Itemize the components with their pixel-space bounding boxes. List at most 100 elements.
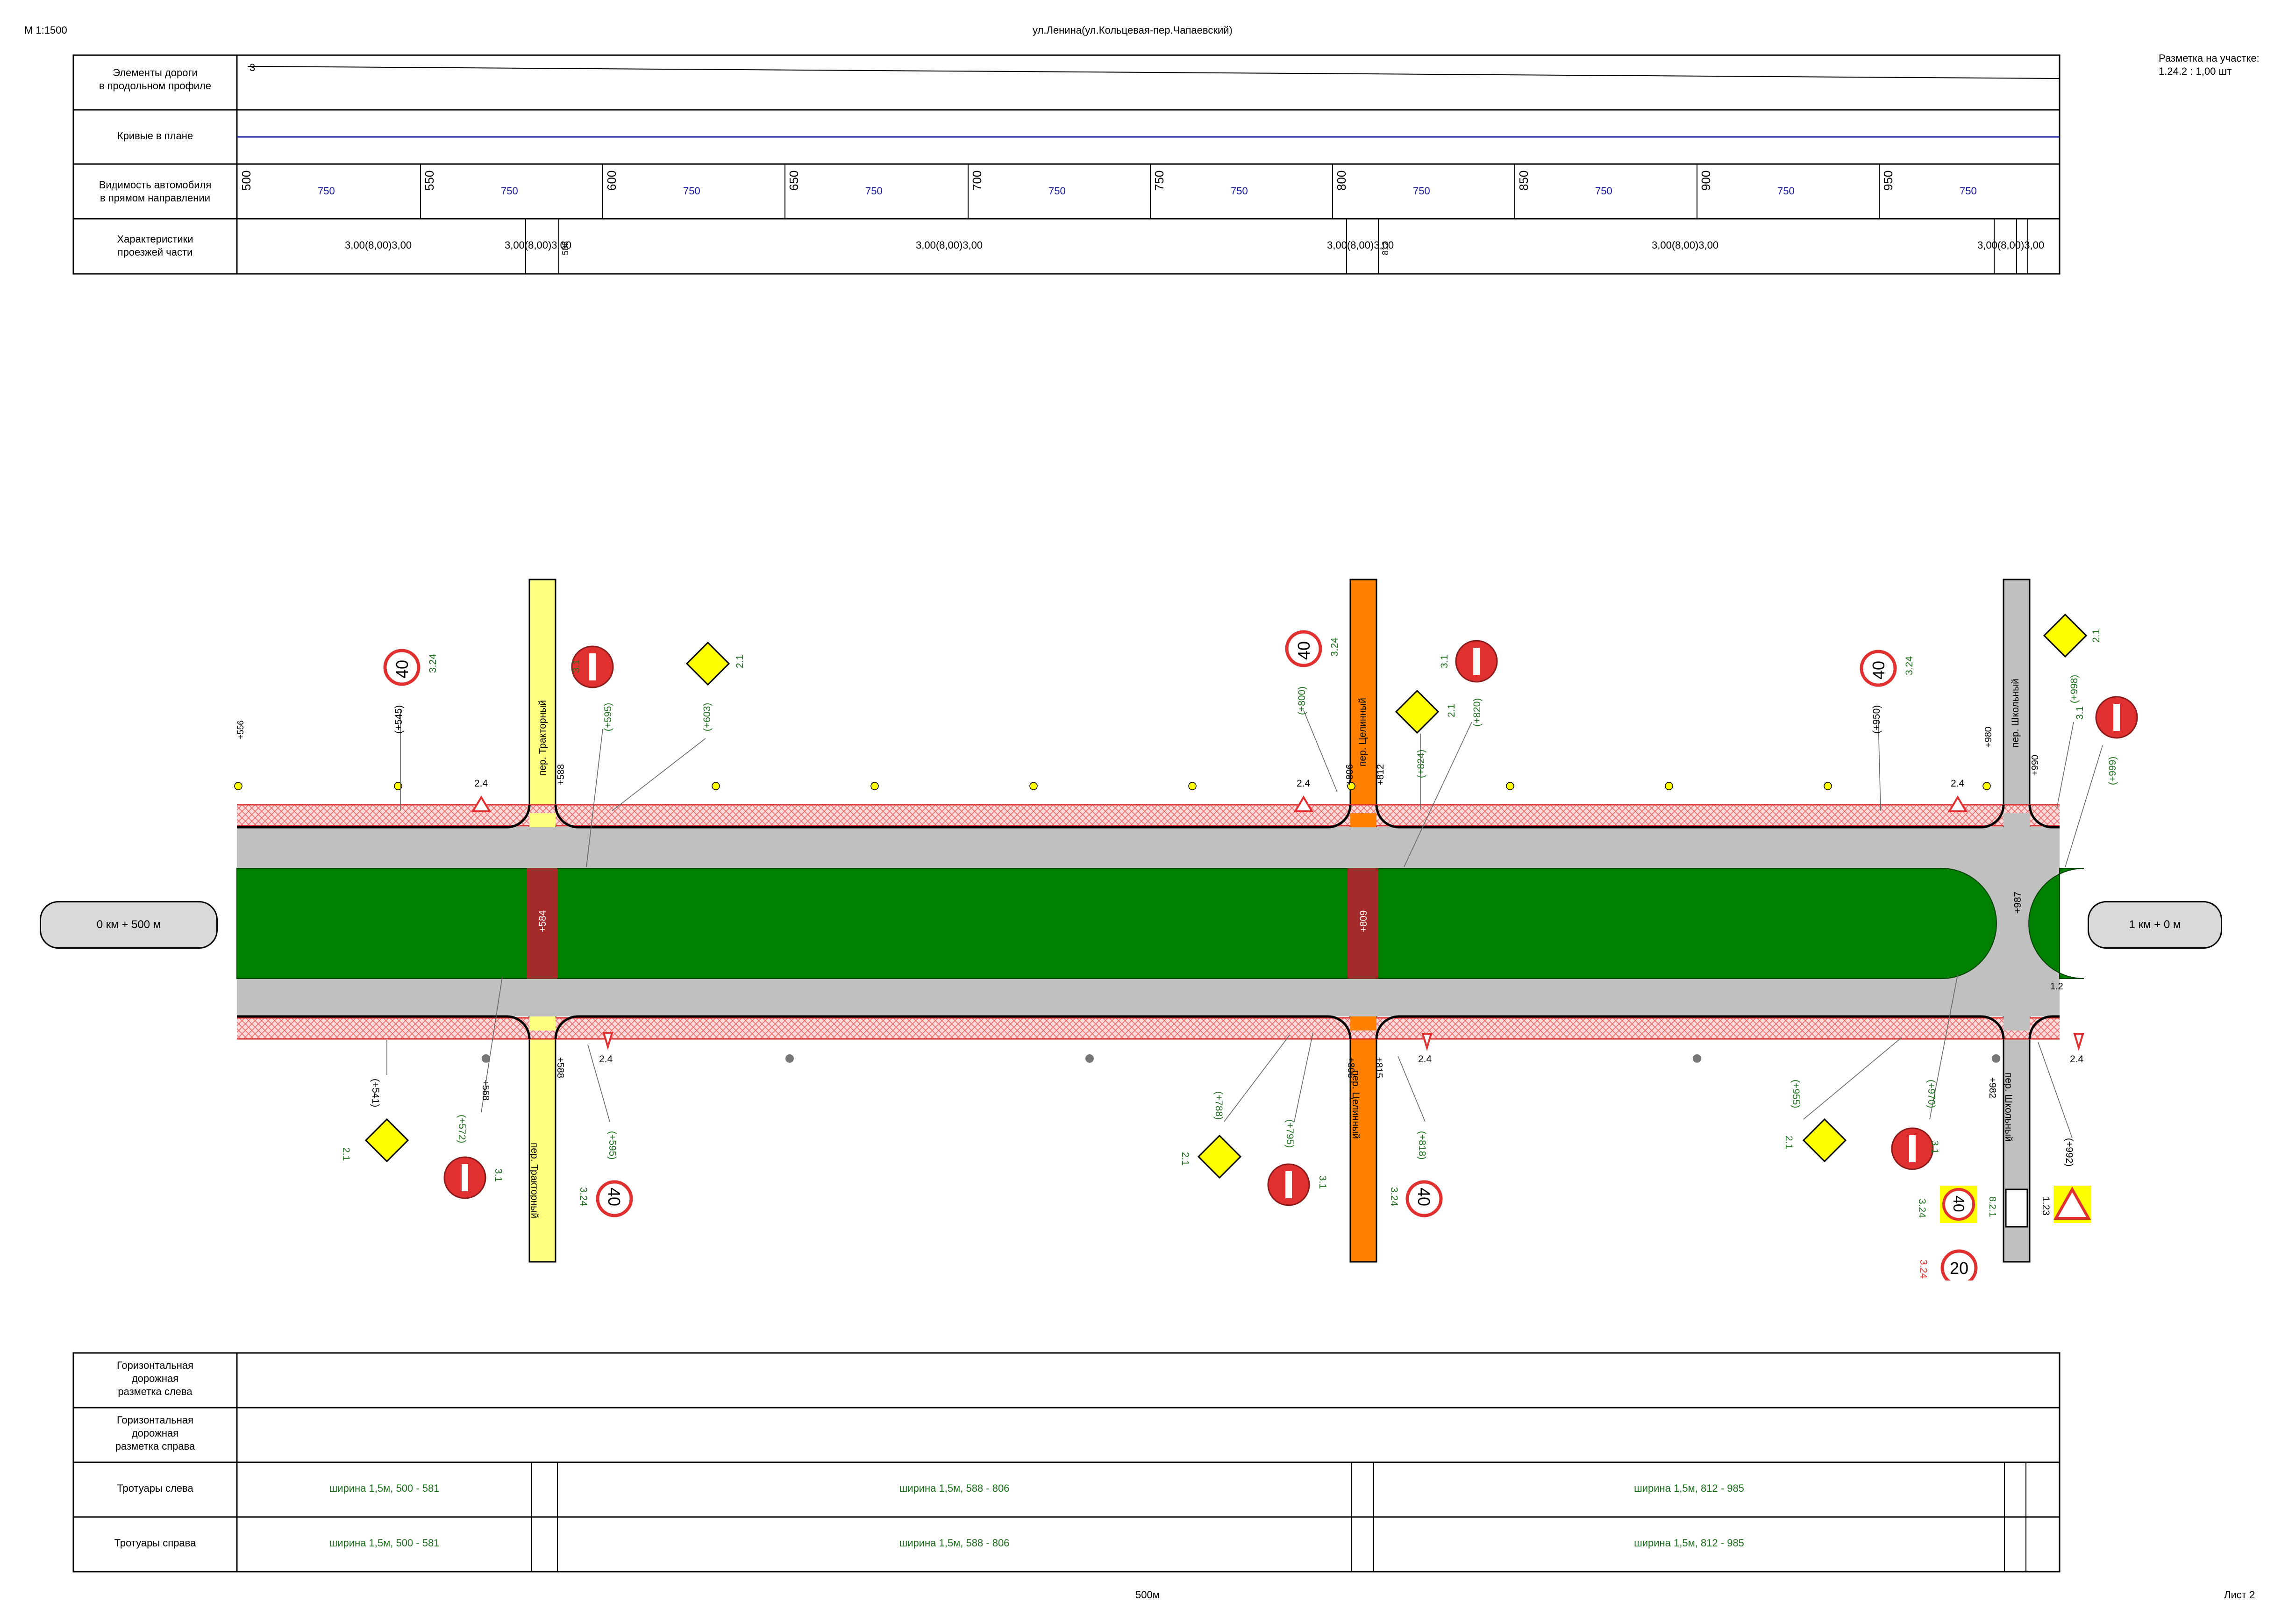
sign-code: 3.24 — [1904, 656, 1915, 675]
street-label: пер. Тракторный — [529, 1143, 540, 1218]
road-plan — [234, 579, 2138, 1281]
sign-code: 3.1 — [1439, 654, 1450, 668]
sign-code: 2.1 — [734, 654, 745, 668]
sign-code: 2.4 — [1297, 778, 1311, 789]
start-chainage-label: 0 км + 500 м — [40, 901, 218, 949]
pk-mark: +815 — [1374, 1057, 1384, 1079]
pk-mark: +588 — [555, 1057, 565, 1079]
visibility-value: 750 — [1595, 185, 1612, 197]
chainage-label: (+795) — [1284, 1119, 1295, 1148]
speed-limit-value: 40 — [1414, 1188, 1433, 1207]
sign-code: 3.24 — [428, 654, 438, 673]
sign-code: 3.1 — [1929, 1140, 1940, 1154]
sign-code: 3.24 — [1329, 637, 1340, 657]
visibility-station: 750 — [1152, 170, 1166, 191]
sign-code: 2.1 — [341, 1147, 351, 1161]
bottom-table — [72, 1352, 2061, 1573]
visibility-station: 850 — [1517, 170, 1531, 191]
pk-mark: +980 — [1983, 726, 1994, 748]
sheet-label: Лист 2 — [2224, 1589, 2255, 1601]
row-label-carriageway: Характеристики проезжей части — [117, 233, 193, 258]
row-label-profile: Элементы дороги в продольном профиле — [99, 67, 212, 92]
sign-code: 2.1 — [1180, 1152, 1191, 1166]
street-label: пер. Школьный — [2003, 1073, 2014, 1142]
sign-code: 2.1 — [1783, 1136, 1794, 1150]
sign-code: 2.4 — [1418, 1054, 1432, 1065]
carriageway-value: 588 — [561, 241, 570, 255]
visibility-value: 750 — [1960, 185, 1977, 197]
sidewalk-left-segment: ширина 1,5м, 588 - 806 — [899, 1482, 1010, 1494]
marking-summary-title: Разметка на участке: — [2159, 52, 2260, 64]
median-crossing — [1348, 868, 1378, 979]
chainage-label: (+820) — [1472, 698, 1483, 727]
chainage-label: (+950) — [1871, 705, 1882, 734]
chainage-label: (+788) — [1213, 1091, 1224, 1120]
chainage-label: (+595) — [603, 702, 613, 731]
chainage-label: (+955) — [1790, 1080, 1801, 1109]
pk-mark: +982 — [1987, 1077, 1997, 1099]
pk-mark: +556 — [236, 720, 245, 739]
sidewalk-right-segment: ширина 1,5м, 812 - 985 — [1634, 1537, 1744, 1549]
carriageway-value: 3,00(8,00)3,00 — [1977, 239, 2045, 251]
distance-label: 500м — [1135, 1589, 1160, 1601]
profile-mark: 3 — [250, 62, 256, 73]
speed-limit-value: 40 — [392, 659, 412, 679]
sign-code: 3.24 — [1917, 1199, 1927, 1218]
street-label: пер. Целинный — [1350, 1070, 1361, 1139]
speed-limit-value: 20 — [1950, 1259, 1969, 1278]
row-label-visibility: Видимость автомобиля в прямом направлени… — [99, 179, 212, 204]
sidewalk-left-segment: ширина 1,5м, 500 - 581 — [329, 1482, 440, 1494]
carriageway-value: 3,00(8,00)3,00 — [1327, 239, 1394, 251]
chainage-label: (+603) — [702, 702, 713, 731]
median-crossing — [527, 868, 557, 979]
visibility-station: 650 — [787, 170, 801, 191]
chainage-label: (+595) — [607, 1131, 618, 1160]
pk-mark: +812 — [1376, 764, 1386, 785]
pk-mark: +990 — [2030, 754, 2040, 776]
speed-limit-value: 40 — [1294, 641, 1313, 660]
carriageway-value: 3,00(8,00)3,00 — [1652, 239, 1719, 251]
median-mark: +584 — [537, 910, 548, 932]
pk-mark: +588 — [556, 764, 566, 785]
visibility-station: 950 — [1881, 170, 1895, 191]
sign-code: 2.4 — [1951, 778, 1965, 789]
pk-mark: +568 — [480, 1080, 491, 1101]
sign-code: 8.2.1 — [1987, 1196, 1997, 1217]
visibility-station: 800 — [1334, 170, 1348, 191]
sign-code: 2.1 — [1446, 703, 1457, 717]
sign-code: 3.1 — [571, 659, 582, 673]
row-label-sidewalk-right: Тротуары справа — [114, 1537, 196, 1549]
sign-code: 2.4 — [599, 1054, 613, 1065]
visibility-station: 500 — [239, 170, 253, 191]
sign-code: 1.2 — [2050, 981, 2063, 992]
carriageway-value: 3,00(8,00)3,00 — [345, 239, 412, 251]
chainage-label: (+541) — [370, 1079, 381, 1108]
median-mark: +987 — [2012, 891, 2023, 914]
street-label: пер. Тракторный — [537, 700, 548, 776]
visibility-value: 750 — [318, 185, 335, 197]
speed-limit-value: 40 — [1869, 660, 1888, 680]
visibility-station: 600 — [605, 170, 619, 191]
row-label-marking-left: Горизонтальная дорожная разметка слева — [116, 1359, 194, 1397]
chainage-label: (+545) — [393, 705, 404, 734]
chainage-label: (+824) — [1416, 749, 1426, 778]
sign-code: 2.1 — [2091, 629, 2102, 643]
street-label: пер. Целинный — [1357, 698, 1368, 766]
sidewalk-bottom — [237, 1018, 2060, 1039]
drawing-title: ул.Ленина(ул.Кольцевая-пер.Чапаевский) — [1033, 24, 1233, 36]
visibility-value: 750 — [501, 185, 518, 197]
scale-label: М 1:1500 — [24, 24, 67, 36]
pk-mark: +806 — [1345, 764, 1355, 785]
chainage-label: (+970) — [1926, 1080, 1937, 1109]
visibility-value: 750 — [1231, 185, 1248, 197]
sign-code: 3.24 — [1389, 1187, 1399, 1206]
carriageway-value: 3,00(8,00)3,00 — [505, 239, 572, 251]
chainage-label: (+992) — [2064, 1138, 2075, 1167]
carriageway-value: 3,00(8,00)3,00 — [916, 239, 983, 251]
visibility-value: 750 — [1048, 185, 1066, 197]
row-label-curves: Кривые в плане — [117, 130, 193, 142]
end-chainage-label: 1 км + 0 м — [2088, 901, 2222, 949]
row-label-sidewalk-left: Тротуары слева — [117, 1482, 193, 1494]
sign-code: 3.1 — [2075, 706, 2085, 720]
row-label-marking-right: Горизонтальная дорожная разметка справа — [115, 1414, 195, 1452]
